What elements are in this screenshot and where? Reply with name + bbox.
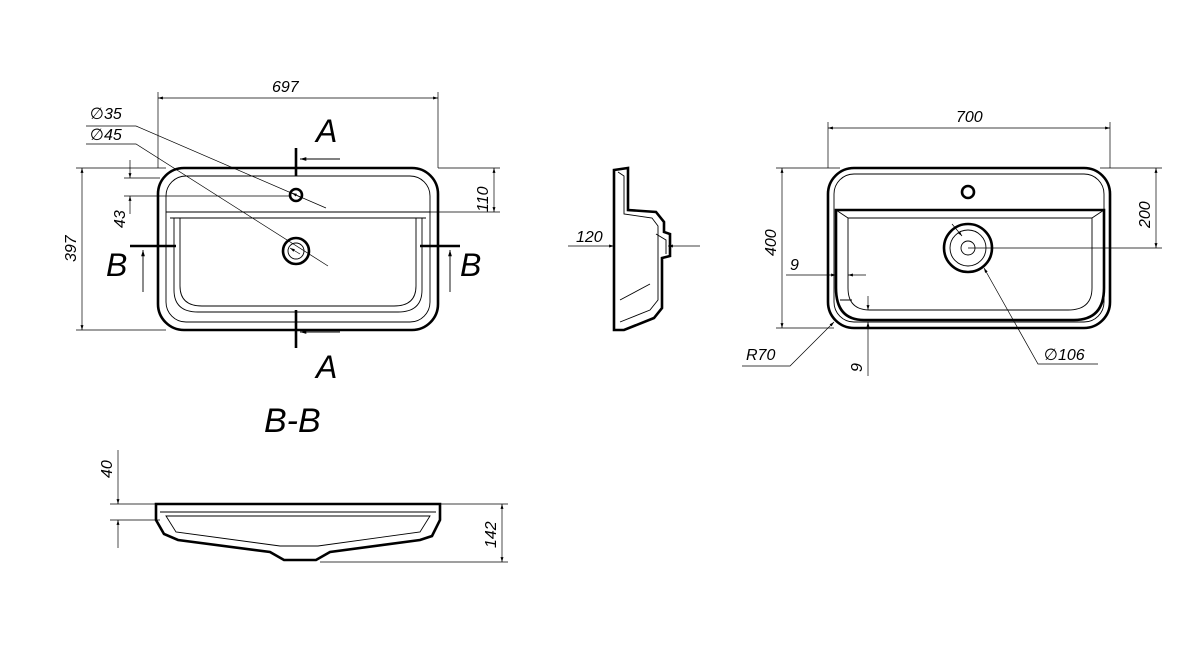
dim-400-text: 400 xyxy=(763,229,780,256)
side-section-view: 120 xyxy=(568,166,700,332)
dim-40-text: 40 xyxy=(99,460,116,478)
leader-diam-35: ∅35 xyxy=(86,106,327,209)
bowl-inner-outline xyxy=(179,218,417,307)
right-bowl-bevel xyxy=(835,209,1105,301)
dim-700: 700 xyxy=(827,109,1111,168)
side-profile-outer xyxy=(612,166,672,332)
dim-120-text: 120 xyxy=(576,229,603,246)
dim-120: 120 xyxy=(568,229,700,248)
dim-9-left: 9 xyxy=(786,257,866,277)
top-view: A A B B 697 397 43 xyxy=(63,79,500,385)
basin-outer-outline xyxy=(156,166,440,332)
diam-35-text: ∅35 xyxy=(90,106,122,123)
dim-40: 40 xyxy=(99,450,160,548)
section-b-label-left: B xyxy=(106,247,127,283)
dim-200-text: 200 xyxy=(1137,201,1154,229)
dim-9-left-text: 9 xyxy=(790,257,799,274)
right-bowl-inner xyxy=(847,217,1093,311)
dim-397: 397 xyxy=(63,167,166,331)
leader-diam-106: ∅106 xyxy=(951,223,1098,365)
dim-200: 200 xyxy=(968,167,1162,249)
dim-9-bottom-text: 9 xyxy=(849,363,866,372)
dim-110-text: 110 xyxy=(475,186,492,212)
section-bb-inner xyxy=(160,511,436,547)
section-bb-title: B-B xyxy=(264,402,321,440)
dim-142-text: 142 xyxy=(483,521,500,548)
dim-697-text: 697 xyxy=(272,79,300,96)
diam-106-text: ∅106 xyxy=(1044,347,1085,364)
dim-43: 43 xyxy=(112,160,290,228)
section-bb-outer xyxy=(154,502,442,562)
dim-397-text: 397 xyxy=(63,234,80,262)
bowl-outline xyxy=(173,218,423,313)
dim-43-text: 43 xyxy=(112,210,129,228)
dim-700-text: 700 xyxy=(956,109,983,126)
section-bb-view: B-B 40 142 xyxy=(99,402,508,563)
section-a-label-top: A xyxy=(314,113,337,149)
drain-outer xyxy=(281,236,311,266)
leader-r70: R70 xyxy=(742,321,835,367)
right-view: 700 400 200 9 9 R70 xyxy=(742,109,1162,376)
section-a-label-bottom: A xyxy=(314,349,337,385)
basin-inner-rim xyxy=(165,175,431,323)
dim-142: 142 xyxy=(320,503,508,563)
leader-diam-45: ∅45 xyxy=(86,127,329,267)
side-profile-detail xyxy=(619,233,667,301)
section-b-label-right: B xyxy=(460,247,481,283)
faucet-hole xyxy=(288,187,304,203)
right-faucet-hole xyxy=(960,184,976,200)
side-profile-inner xyxy=(617,171,659,323)
right-bowl-outline xyxy=(834,208,1106,322)
r70-text: R70 xyxy=(746,347,775,364)
dim-400: 400 xyxy=(763,167,840,329)
dim-697: 697 xyxy=(157,79,439,168)
deck-ledge xyxy=(166,211,430,219)
diam-45-text: ∅45 xyxy=(90,127,122,144)
dim-110: 110 xyxy=(430,167,500,213)
dim-9-bottom: 9 xyxy=(849,296,870,376)
